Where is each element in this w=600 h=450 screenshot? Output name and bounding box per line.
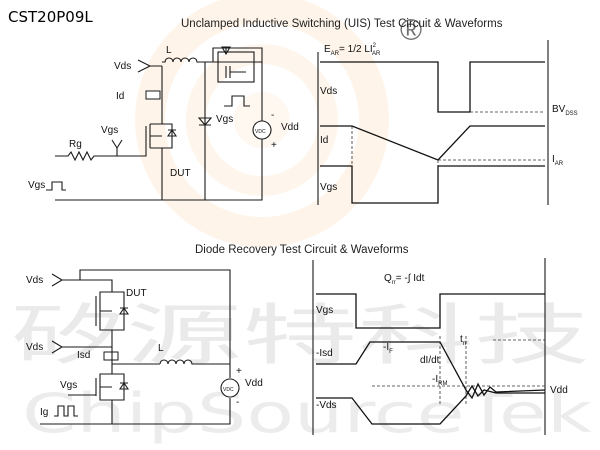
diode-vdd-label: Vdd [245,378,263,389]
diode-lower-mosfet [95,364,130,401]
diode-didt-label: dI/dt [420,355,440,366]
diode-circuit: Vds DUT Vds Isd L Vgs Ig VDC + Vdd - [26,269,263,425]
diode-trr-label: trr [460,334,467,347]
diode-inductor [159,359,231,378]
diode-vds-wave-label: -Vds [316,400,337,411]
diode-vdd-plus: + [236,366,242,377]
diode-vds-bottom-label: Vds [26,342,43,353]
watermark-chinese: 矽源特科技 [10,297,590,374]
uis-vdd-label: Vdd [281,122,299,133]
diode-dut-mosfet [95,291,130,331]
diode-vdd-wave-label: Vdd [550,385,568,396]
uis-iar-label: IAR [552,154,564,167]
uis-circuit: Vds L Vgs VDC - Vdd + Id DUT Vgs Rg Vgs [28,45,299,201]
diode-if-label: -IF [383,342,393,355]
diode-title: Diode Recovery Test Circuit & Waveforms [195,244,409,256]
diode-inductor-label: L [158,343,164,354]
uis-rg-resistor [55,146,147,162]
uis-pulse-icon [224,95,250,107]
uis-vdd-minus: - [271,110,274,121]
diode-vdd-minus: - [236,397,239,408]
diode-qrr-eq: Qrr= -∫ Idt [384,273,425,286]
uis-title: Unclamped Inductive Switching (UIS) Test… [181,18,503,30]
uis-vgs-waveform [320,165,545,204]
diode-isd-waveform [316,341,546,400]
part-number: CST20P09L [8,8,93,26]
diode-isd-label: Isd [77,350,90,361]
diode-vgs-label: Vgs [60,380,77,391]
watermark: ® 矽源特科技 ChipSourceTek [10,0,593,445]
diode-dut-label: DUT [126,288,147,299]
diode-vgs-wave-label: Vgs [316,305,333,316]
uis-vgs-driver-label: Vgs [101,125,118,136]
uis-vgs-wave-label: Vgs [320,182,337,193]
diode-current-sense [103,351,119,361]
diode-gate-pulse-icon [54,405,78,417]
diode-waveforms: Qrr= -∫ Idt Vgs -Isd -IF dI/dt trr -IRM … [312,258,568,435]
diode-vds-waveform [316,384,545,425]
uis-vdc-label: VDC [255,129,266,135]
uis-inductor-label: L [166,45,172,56]
diode-vdc-source [220,378,240,398]
uis-id-wave-label: Id [320,135,328,146]
uis-id-label: Id [116,91,124,102]
uis-dut-label: DUT [170,168,191,179]
diode-vdc-label: VDC [223,387,234,393]
diode-ig-label: Ig [40,407,48,418]
uis-inductor [162,57,205,63]
uis-vds-wave-label: Vds [320,86,337,97]
uis-vgs-input-label: Vgs [28,180,45,191]
uis-current-sense [145,90,161,100]
uis-vds-waveform [320,61,545,113]
uis-gate-pulse-icon [46,181,66,191]
uis-vgs-source-label: Vgs [216,114,233,125]
uis-rg-label: Rg [69,139,82,150]
uis-dut-mosfet [145,118,178,170]
diode-irm-label: -IRM [432,374,447,387]
diode-vds-top-label: Vds [26,275,43,286]
uis-bv-label: BVDSS [552,104,578,117]
watermark-registered-mark: ® [400,14,422,47]
diode-vgs-waveform [316,293,545,329]
uis-vdd-plus: + [271,140,277,151]
uis-vds-label: Vds [114,61,131,72]
diode-isd-wave-label: -Isd [316,348,333,359]
